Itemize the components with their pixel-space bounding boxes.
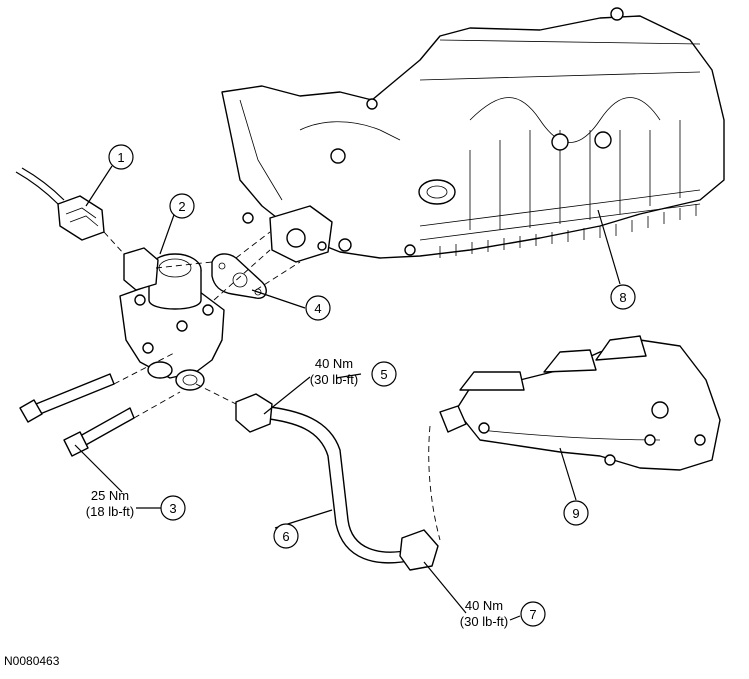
alignment-lines bbox=[103, 231, 301, 419]
callout-1: 1 bbox=[108, 144, 134, 170]
document-id: N0080463 bbox=[4, 654, 60, 668]
egr-valve bbox=[119, 247, 225, 391]
svg-text:5: 5 bbox=[380, 367, 387, 382]
egr-valve-bolts bbox=[19, 373, 135, 457]
svg-text:(30 lb-ft): (30 lb-ft) bbox=[310, 372, 358, 387]
svg-text:1: 1 bbox=[117, 150, 124, 165]
intake-manifold bbox=[221, 7, 725, 263]
svg-text:3: 3 bbox=[169, 501, 176, 516]
torque-spec-7: 40 Nm (30 lb-ft) bbox=[460, 598, 508, 629]
svg-text:6: 6 bbox=[282, 529, 289, 544]
callout-9: 9 bbox=[563, 500, 589, 526]
callout-4: 4 bbox=[305, 295, 331, 321]
callout-7: 7 bbox=[520, 601, 546, 627]
electrical-connector bbox=[15, 167, 105, 241]
leader-lines bbox=[74, 165, 621, 621]
callout-2: 2 bbox=[169, 193, 195, 219]
egr-tube bbox=[195, 383, 441, 571]
svg-text:4: 4 bbox=[314, 301, 321, 316]
exhaust-manifold bbox=[439, 335, 721, 471]
callout-3: 3 bbox=[160, 495, 186, 521]
svg-text:(18 lb-ft): (18 lb-ft) bbox=[86, 504, 134, 519]
torque-spec-3: 25 Nm (18 lb-ft) bbox=[86, 488, 134, 519]
svg-text:7: 7 bbox=[529, 607, 536, 622]
callout-8: 8 bbox=[610, 284, 636, 310]
callout-5: 5 bbox=[371, 361, 397, 387]
callout-6: 6 bbox=[273, 523, 299, 549]
svg-text:40 Nm: 40 Nm bbox=[465, 598, 503, 613]
torque-spec-5: 40 Nm (30 lb-ft) bbox=[310, 356, 358, 387]
svg-text:2: 2 bbox=[178, 199, 185, 214]
svg-text:9: 9 bbox=[572, 506, 579, 521]
svg-text:8: 8 bbox=[619, 290, 626, 305]
svg-text:(30 lb-ft): (30 lb-ft) bbox=[460, 614, 508, 629]
svg-text:25 Nm: 25 Nm bbox=[91, 488, 129, 503]
svg-text:40 Nm: 40 Nm bbox=[315, 356, 353, 371]
